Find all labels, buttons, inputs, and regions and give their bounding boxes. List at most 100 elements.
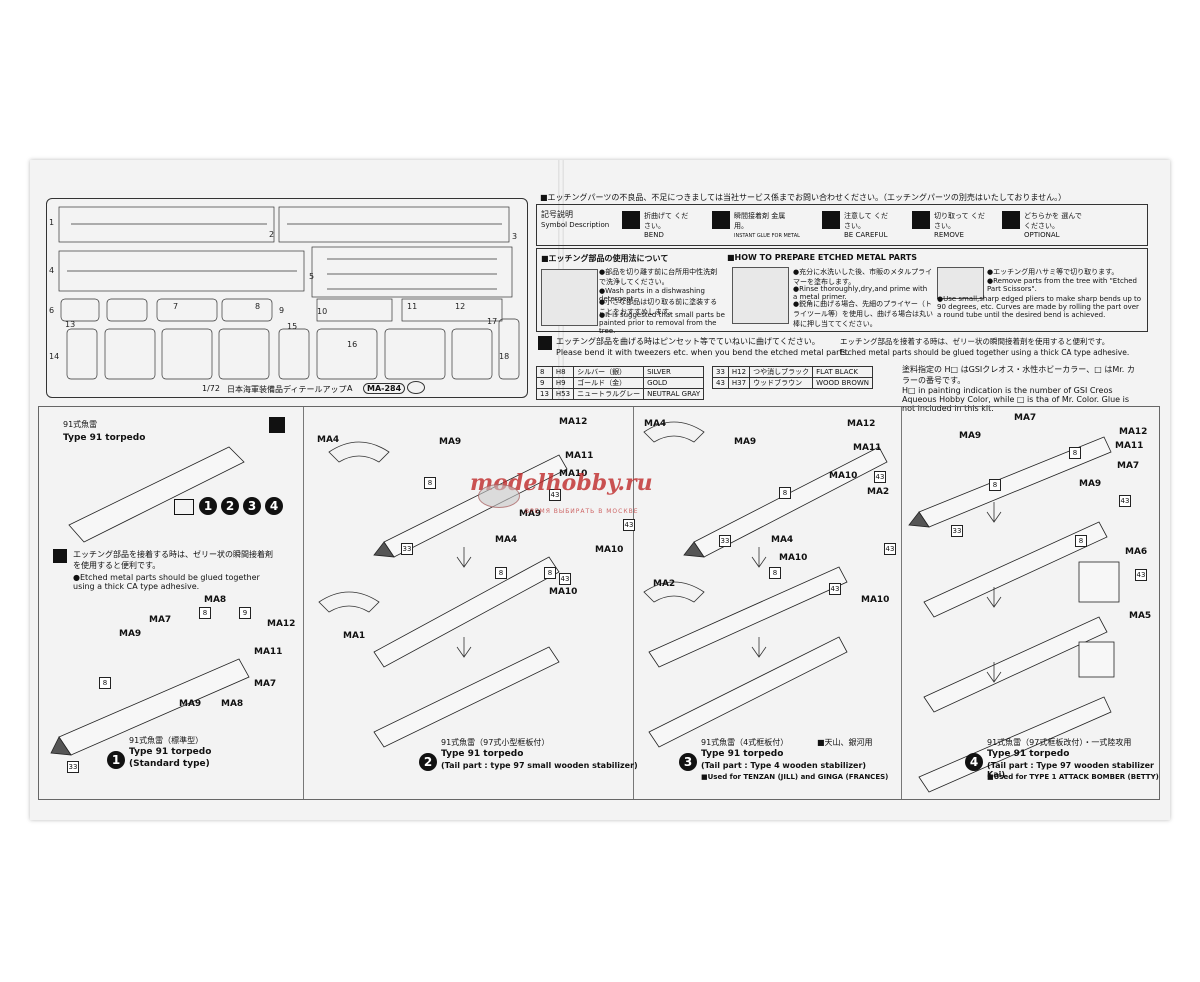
usage-en1: ●Wash parts in a dishwashing detergent. bbox=[599, 287, 705, 303]
step1-title-jp: 91式魚雷（標準型） bbox=[129, 736, 204, 745]
fret-part-11: 11 bbox=[407, 302, 417, 311]
callout-ma8: MA8 bbox=[221, 699, 244, 709]
cut-icon bbox=[269, 417, 285, 433]
paint-ref-43: 43 bbox=[623, 519, 635, 531]
step1-glue-en: ●Etched metal parts should be glued toge… bbox=[73, 573, 260, 591]
paint-ref-8: 8 bbox=[424, 477, 436, 489]
callout-ma12: MA12 bbox=[267, 619, 296, 629]
callout-ma4: MA4 bbox=[495, 535, 518, 545]
stabilizer-box bbox=[1078, 641, 1115, 678]
fret-part-2: 2 bbox=[269, 230, 274, 239]
fret-part-9: 9 bbox=[279, 306, 284, 315]
caution-icon bbox=[822, 211, 840, 229]
callout-ma10: MA10 bbox=[549, 587, 578, 597]
torpedo-body bbox=[68, 446, 245, 543]
bend-icon bbox=[622, 211, 640, 229]
optional-icon bbox=[174, 499, 194, 515]
step1-glue-jp: エッチング部品を接着する時は、ゼリー状の瞬間接着剤を使用すると便利です。 bbox=[73, 550, 273, 570]
step-arrow bbox=[456, 547, 472, 568]
paint-ref-43: 43 bbox=[884, 543, 896, 555]
step-divider bbox=[303, 407, 304, 799]
paint-ref-43: 43 bbox=[874, 471, 886, 483]
callout-ma11: MA11 bbox=[565, 451, 594, 461]
torpedo-nose bbox=[908, 511, 930, 528]
option-1: 1 bbox=[199, 497, 217, 515]
step-arrow bbox=[456, 637, 472, 658]
callout-ma5: MA5 bbox=[1129, 611, 1152, 621]
rinse-illustration bbox=[732, 267, 789, 324]
symbol-label-jp: 記号説明 bbox=[541, 210, 573, 219]
paint-ref-8: 8 bbox=[544, 567, 556, 579]
usage-en5: ●Remove parts from the tree with "Etched… bbox=[987, 277, 1138, 293]
step2-subtitle: (Tail part : type 97 small wooden stabil… bbox=[441, 761, 638, 770]
usage-jp2: ●小さな部品は切り取る前に塗装することをおすすめします。 bbox=[599, 298, 718, 316]
step1-top-jp: 91式魚雷 bbox=[63, 420, 98, 429]
paint-ref-8: 8 bbox=[779, 487, 791, 499]
step3-subtitle: (Tail part : Type 4 wooden stabilizer) bbox=[701, 761, 867, 770]
fret-part-4: 4 bbox=[49, 266, 54, 275]
step4-title-en: Type 91 torpedo bbox=[987, 749, 1070, 759]
ma2-part bbox=[643, 581, 705, 603]
step2-number: 2 bbox=[419, 753, 437, 771]
glue-note-jp: エッチング部品を接着する時は、ゼリー状の瞬間接着剤を使用すると便利です。 bbox=[840, 337, 1110, 346]
paint-ref-33: 33 bbox=[67, 761, 79, 773]
step4-title-jp: 91式魚雷（97式框板改付）・一式陸攻用 bbox=[987, 738, 1132, 747]
fret-part-10: 10 bbox=[317, 307, 327, 316]
paint-ref-8: 8 bbox=[769, 567, 781, 579]
symbol-cut-en: REMOVE bbox=[934, 231, 964, 239]
callout-ma7: MA7 bbox=[1014, 413, 1037, 423]
fret-title: 日本海軍装備品ディテールアップ bbox=[227, 385, 347, 394]
usage-en2: ●It is suggested that small parts be pai… bbox=[599, 311, 725, 335]
callout-ma4: MA4 bbox=[317, 435, 340, 445]
torpedo-body bbox=[648, 566, 848, 668]
fret-part-15: 15 bbox=[287, 322, 297, 331]
callout-ma2: MA2 bbox=[653, 579, 676, 589]
step-arrow bbox=[751, 637, 767, 658]
paint-ref-43: 43 bbox=[549, 489, 561, 501]
notice-text: ■エッチングパーツの不良品、不足につきましては当社サービス係までお問い合わせくだ… bbox=[540, 193, 1067, 202]
usage-title-en: ■HOW TO PREPARE ETCHED METAL PARTS bbox=[727, 253, 917, 262]
symbol-cut-jp: 切り取って ください。 bbox=[934, 212, 985, 230]
usage-jp3: ●充分に水洗いした後、市販のメタルプライマーを塗布します。 bbox=[793, 268, 933, 286]
callout-ma11: MA11 bbox=[254, 647, 283, 657]
torpedo-body bbox=[648, 636, 848, 748]
callout-ma9: MA9 bbox=[734, 437, 757, 447]
callout-ma4: MA4 bbox=[644, 419, 667, 429]
step-arrow bbox=[986, 587, 1002, 608]
paint-ref-43: 43 bbox=[829, 583, 841, 595]
callout-ma7: MA7 bbox=[1117, 461, 1140, 471]
step2-title-en: Type 91 torpedo bbox=[441, 749, 524, 759]
option-2: 2 bbox=[221, 497, 239, 515]
wash-illustration bbox=[541, 269, 598, 326]
fret-part-8: 8 bbox=[255, 302, 260, 311]
callout-ma12: MA12 bbox=[559, 417, 588, 427]
symbol-caution-jp: 注意して ください。 bbox=[844, 212, 889, 230]
step3-number: 3 bbox=[679, 753, 697, 771]
step-arrow bbox=[986, 662, 1002, 683]
callout-ma4: MA4 bbox=[771, 535, 794, 545]
callout-ma10: MA10 bbox=[779, 553, 808, 563]
symbol-glue-en: INSTANT GLUE FOR METAL bbox=[734, 233, 800, 239]
paint-ref-43: 43 bbox=[559, 573, 571, 585]
step3-title-en: Type 91 torpedo bbox=[701, 749, 784, 759]
bend-note-jp: エッチング部品を曲げる時はピンセット等でていねいに曲げてください。 bbox=[556, 337, 820, 346]
callout-ma12: MA12 bbox=[847, 419, 876, 429]
paint-ref-8: 8 bbox=[1075, 535, 1087, 547]
bend-note-en: Please bend it with tweezers etc. when y… bbox=[556, 348, 850, 357]
step-arrow bbox=[986, 502, 1002, 523]
fret-part-14: 14 bbox=[49, 352, 59, 361]
watermark-subtext: ВРЕМЯ ВЫБИРАТЬ В МОСКВЕ bbox=[525, 508, 639, 515]
torpedo-body bbox=[373, 556, 560, 668]
step3-used-jp: ■天山、銀河用 bbox=[817, 738, 873, 747]
paint-ref-8: 8 bbox=[99, 677, 111, 689]
symbol-bend-jp: 折曲げて ください。 bbox=[644, 212, 689, 230]
paint-ref-8: 8 bbox=[495, 567, 507, 579]
symbol-legend: 記号説明 Symbol Description 折曲げて ください。 BEND … bbox=[536, 204, 1148, 246]
torpedo-body bbox=[373, 646, 560, 748]
ma1-part bbox=[318, 591, 380, 613]
callout-ma1: MA1 bbox=[343, 631, 366, 641]
